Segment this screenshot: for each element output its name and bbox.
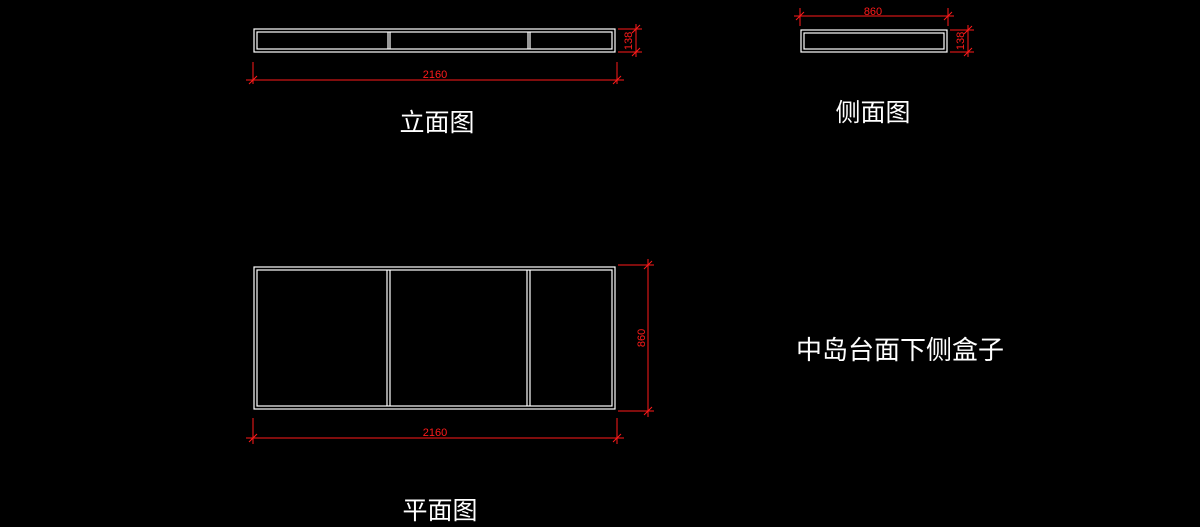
side-title: 侧面图 <box>835 98 910 127</box>
plan-depth-label: 860 <box>636 329 648 347</box>
side-depth-dimension: 860 <box>794 6 954 26</box>
side-depth-label: 860 <box>864 6 882 18</box>
side-view: 860 138 侧面图 <box>794 6 974 127</box>
elevation-title: 立面图 <box>399 108 474 137</box>
side-inner-frame <box>803 32 945 50</box>
plan-title: 平面图 <box>402 496 477 525</box>
side-outer-frame <box>800 29 948 53</box>
elevation-height-label: 138 <box>623 32 635 50</box>
elevation-inner-frame <box>256 31 613 50</box>
plan-inner-frame <box>256 269 613 407</box>
elevation-outer-frame <box>253 28 616 53</box>
plan-view: 2160 860 平面图 <box>246 259 654 525</box>
plan-length-dimension: 2160 <box>246 418 624 444</box>
plan-depth-dimension: 860 <box>618 259 654 417</box>
drawing-caption: 中岛台面下侧盒子 <box>796 336 1004 366</box>
elevation-length-label: 2160 <box>423 69 447 81</box>
elevation-length-dimension: 2160 <box>246 62 624 85</box>
plan-length-label: 2160 <box>423 427 447 439</box>
elevation-height-dimension: 138 <box>618 24 642 57</box>
plan-outer-frame <box>253 266 616 410</box>
side-height-dimension: 138 <box>950 25 974 57</box>
side-height-label: 138 <box>955 32 967 50</box>
elevation-view: 2160 138 立面图 <box>246 24 642 137</box>
